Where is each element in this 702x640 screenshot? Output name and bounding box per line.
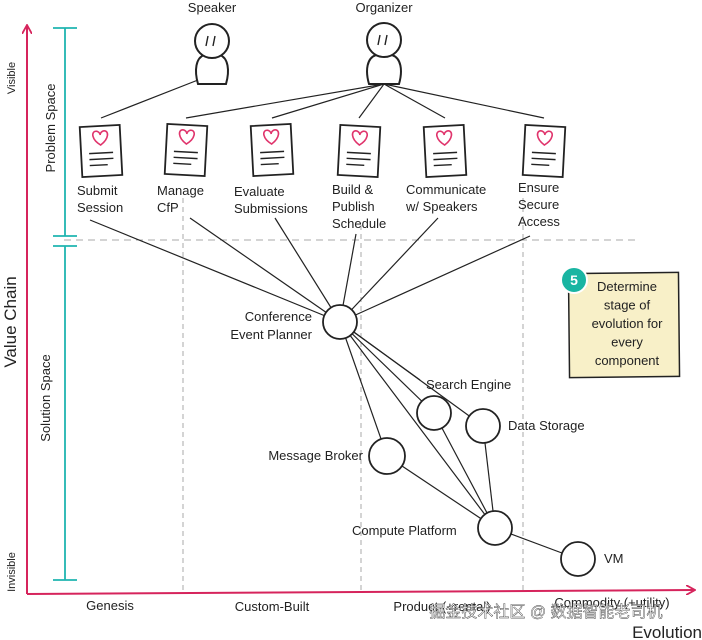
note-line: Determine bbox=[597, 279, 657, 294]
component-storage: Data Storage bbox=[465, 408, 585, 444]
note-card: 5 Determine stage of evolution for every com… bbox=[560, 266, 681, 379]
link-ensure-planner bbox=[339, 235, 531, 323]
component-label: VM bbox=[604, 551, 624, 566]
stage-commodity: Commodity (+utility) bbox=[554, 595, 669, 610]
component-node bbox=[368, 437, 406, 475]
component-label: Compute Platform bbox=[352, 523, 457, 538]
component-label: Data Storage bbox=[508, 418, 585, 433]
document-heart-icon bbox=[336, 124, 382, 178]
need-label: Submissions bbox=[234, 201, 308, 216]
person-icon bbox=[366, 22, 402, 85]
y-axis-title: Value Chain bbox=[1, 276, 20, 367]
link-organizer-build bbox=[358, 83, 385, 119]
need-label: Evaluate bbox=[234, 184, 285, 199]
axes: Value Chain Evolution Visible Invisible bbox=[1, 26, 702, 640]
watermark: 掘金技术社区 @ 数据智能老司机 bbox=[429, 603, 662, 621]
component-broker: Message Broker bbox=[268, 437, 406, 475]
space-brackets bbox=[53, 27, 77, 581]
stage-custom-built: Custom-Built bbox=[235, 599, 310, 614]
note-line: every bbox=[611, 335, 643, 350]
note-badge-number: 5 bbox=[570, 272, 578, 288]
note-line: stage of bbox=[604, 298, 651, 313]
x-axis-title: Evolution bbox=[632, 623, 702, 640]
component-label: Message Broker bbox=[268, 448, 363, 463]
note-badge bbox=[560, 266, 588, 294]
component-node bbox=[416, 395, 452, 431]
link-organizer-manage bbox=[185, 83, 385, 119]
link-manage-planner bbox=[189, 217, 341, 323]
document-heart-icon bbox=[163, 123, 209, 177]
component-node bbox=[477, 510, 513, 546]
need-label: w/ Speakers bbox=[405, 199, 478, 214]
visible-label: Visible bbox=[6, 62, 18, 94]
note-background bbox=[567, 271, 681, 379]
x-axis bbox=[26, 590, 694, 594]
need-label: Access bbox=[518, 214, 560, 229]
stage-genesis: Genesis bbox=[86, 598, 134, 613]
link-planner-broker bbox=[339, 321, 388, 457]
link-communicate-planner bbox=[339, 217, 439, 323]
component-label: Event Planner bbox=[230, 327, 312, 342]
note-line: component bbox=[595, 353, 660, 368]
link-organizer-evaluate bbox=[271, 83, 385, 119]
need-communicate: Communicate w/ Speakers bbox=[405, 124, 486, 214]
solution-space-label: Solution Space bbox=[38, 354, 53, 441]
need-label: Build & bbox=[332, 182, 374, 197]
document-heart-icon bbox=[78, 124, 124, 178]
need-label: Session bbox=[77, 200, 123, 215]
user-label: Organizer bbox=[355, 0, 413, 15]
link-organizer-ensure bbox=[383, 83, 545, 119]
link-planner-search bbox=[339, 321, 435, 414]
component-vm: VM bbox=[560, 541, 624, 577]
document-heart-icon bbox=[521, 124, 567, 178]
need-label: Ensure bbox=[518, 180, 559, 195]
need-label: CfP bbox=[157, 200, 179, 215]
component-node bbox=[465, 408, 501, 444]
need-label: Schedule bbox=[332, 216, 386, 231]
link-organizer-communicate bbox=[383, 83, 446, 119]
need-label: Communicate bbox=[406, 182, 486, 197]
stage-dividers bbox=[64, 198, 640, 593]
user-label: Speaker bbox=[188, 0, 237, 15]
component-compute: Compute Platform bbox=[352, 510, 513, 546]
component-node bbox=[560, 541, 596, 577]
link-search-compute bbox=[433, 412, 496, 529]
component-search: Search Engine bbox=[416, 377, 511, 431]
user-organizer: Organizer bbox=[355, 0, 413, 85]
link-submit-planner bbox=[89, 219, 341, 323]
dependency-links bbox=[89, 79, 579, 560]
component-node bbox=[322, 304, 358, 340]
invisible-label: Invisible bbox=[6, 552, 18, 592]
need-label: Publish bbox=[332, 199, 375, 214]
problem-space-label: Problem Space bbox=[43, 84, 58, 173]
component-label: Conference bbox=[245, 309, 312, 324]
need-label: Manage bbox=[157, 183, 204, 198]
component-label: Search Engine bbox=[426, 377, 511, 392]
user-speaker: Speaker bbox=[188, 0, 237, 85]
link-evaluate-planner bbox=[274, 217, 341, 323]
link-speaker-submit bbox=[100, 79, 199, 119]
need-label: Secure bbox=[518, 197, 559, 212]
stage-product: Product (+rental) bbox=[393, 599, 490, 614]
need-label: Submit bbox=[77, 183, 118, 198]
document-heart-icon bbox=[249, 123, 295, 177]
user-needs: SubmitSessionManageCfPEvaluateSubmission… bbox=[77, 123, 567, 231]
link-broker-compute bbox=[386, 455, 496, 529]
note-line: evolution for bbox=[592, 316, 663, 331]
stage-labels: Genesis Custom-Built Product (+rental) C… bbox=[86, 595, 669, 614]
note-text: Determine stage of evolution for every compo… bbox=[592, 279, 663, 368]
link-planner-compute bbox=[339, 321, 496, 529]
person-icon bbox=[194, 23, 230, 85]
document-heart-icon bbox=[422, 124, 468, 178]
